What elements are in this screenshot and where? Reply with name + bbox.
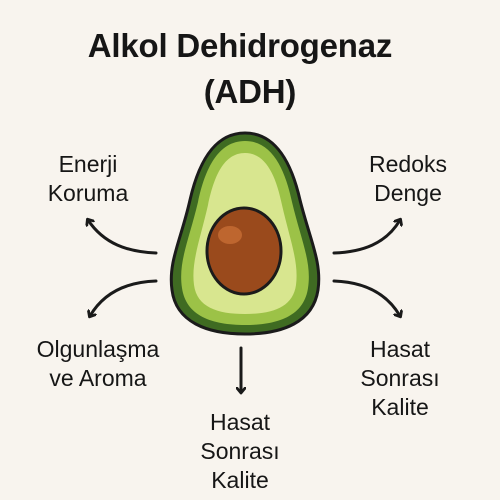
- arrow-to-redox: [332, 220, 400, 255]
- avocado-seed-highlight: [218, 226, 242, 244]
- node-energy-conservation: Enerji Koruma: [47, 151, 129, 206]
- diagram-title: Alkol Dehidrogenaz: [87, 27, 393, 64]
- node-ripening-aroma: Olgunlaşma ve Aroma: [36, 336, 160, 391]
- avocado-seed: [205, 206, 283, 296]
- arrow-to-energy: [88, 220, 158, 255]
- arrow-to-postharvest-right: [332, 279, 400, 316]
- node-postharvest-quality-right: Hasat Sonrası Kalite: [360, 336, 440, 420]
- avocado-half-icon: [169, 131, 321, 336]
- node-postharvest-quality-center: Hasat Sonrası Kalite: [200, 409, 280, 493]
- arrow-to-ripening: [90, 279, 158, 316]
- node-redox-balance: Redoks Denge: [369, 151, 447, 206]
- diagram-title-abbreviation: (ADH): [203, 73, 297, 110]
